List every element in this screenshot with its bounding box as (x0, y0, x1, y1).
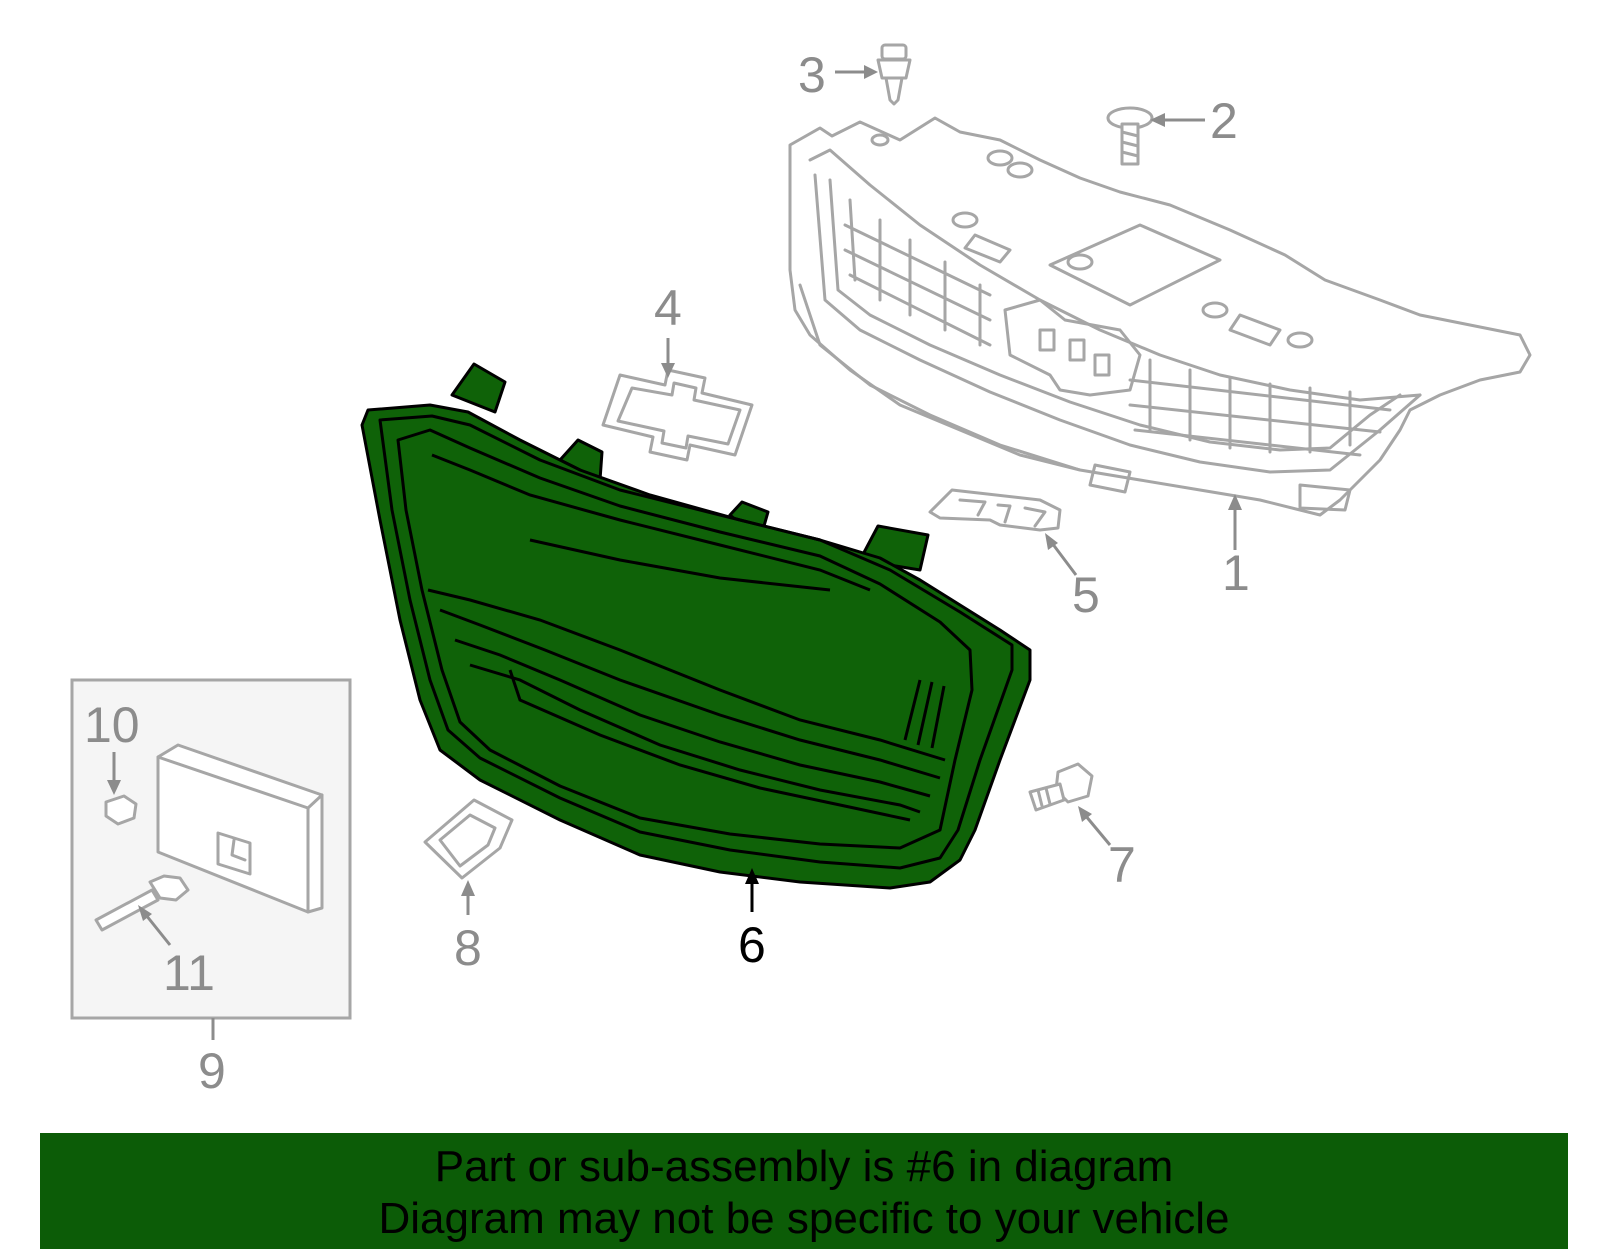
callout-7: 7 (1108, 837, 1136, 893)
info-banner: Part or sub-assembly is #6 in diagram Di… (40, 1133, 1568, 1249)
callout-6: 6 (738, 917, 766, 973)
callout-2: 2 (1210, 93, 1238, 149)
callout-3: 3 (798, 47, 826, 103)
callout-10: 10 (84, 697, 140, 753)
part-11-rivet[interactable] (94, 874, 190, 946)
part-7-bolt[interactable] (1028, 762, 1112, 846)
banner-line-1: Part or sub-assembly is #6 in diagram (434, 1142, 1174, 1191)
part-1-grille-support[interactable] (788, 116, 1532, 517)
part-2-screw[interactable] (1106, 106, 1205, 166)
part-8-clip[interactable] (423, 798, 514, 915)
banner-line-2: Diagram may not be specific to your vehi… (378, 1194, 1230, 1243)
part-6-grille-highlighted[interactable] (360, 362, 1032, 912)
callout-11: 11 (163, 945, 215, 1001)
callout-1: 1 (1222, 545, 1250, 601)
part-4-emblem[interactable] (601, 338, 754, 462)
license-plate-bracket (156, 743, 324, 914)
part-10-fastener[interactable] (104, 752, 138, 826)
callout-9: 9 (198, 1043, 226, 1099)
part-3-push-clip[interactable] (835, 43, 912, 106)
callout-5: 5 (1072, 567, 1100, 623)
callout-4: 4 (654, 280, 682, 336)
part-5-badge[interactable] (928, 488, 1078, 576)
callout-8: 8 (454, 920, 482, 976)
